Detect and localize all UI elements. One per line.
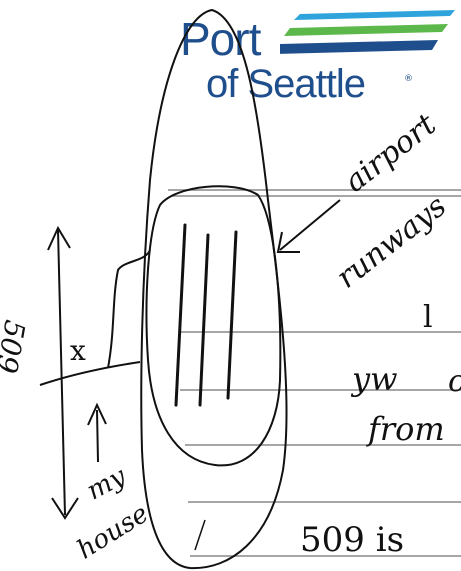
form-rule-lines xyxy=(168,190,461,556)
form-fragment-2a: yw xyxy=(352,360,397,398)
runway-lines xyxy=(176,225,236,405)
road-line xyxy=(40,250,150,385)
form-fragment-4: 509 is xyxy=(300,520,404,560)
route-509-arrow-icon xyxy=(48,228,78,518)
arrow-to-runways-icon xyxy=(278,200,340,252)
form-fragment-1: l xyxy=(423,300,433,335)
form-fragment-2b: c xyxy=(448,364,461,399)
stray-mark xyxy=(195,520,205,550)
airport-oval xyxy=(141,10,286,568)
house-x-mark: x xyxy=(70,334,86,367)
runway-area-loop xyxy=(147,186,281,465)
arrow-to-house-icon xyxy=(88,405,106,462)
form-fragment-3: from xyxy=(368,410,445,448)
